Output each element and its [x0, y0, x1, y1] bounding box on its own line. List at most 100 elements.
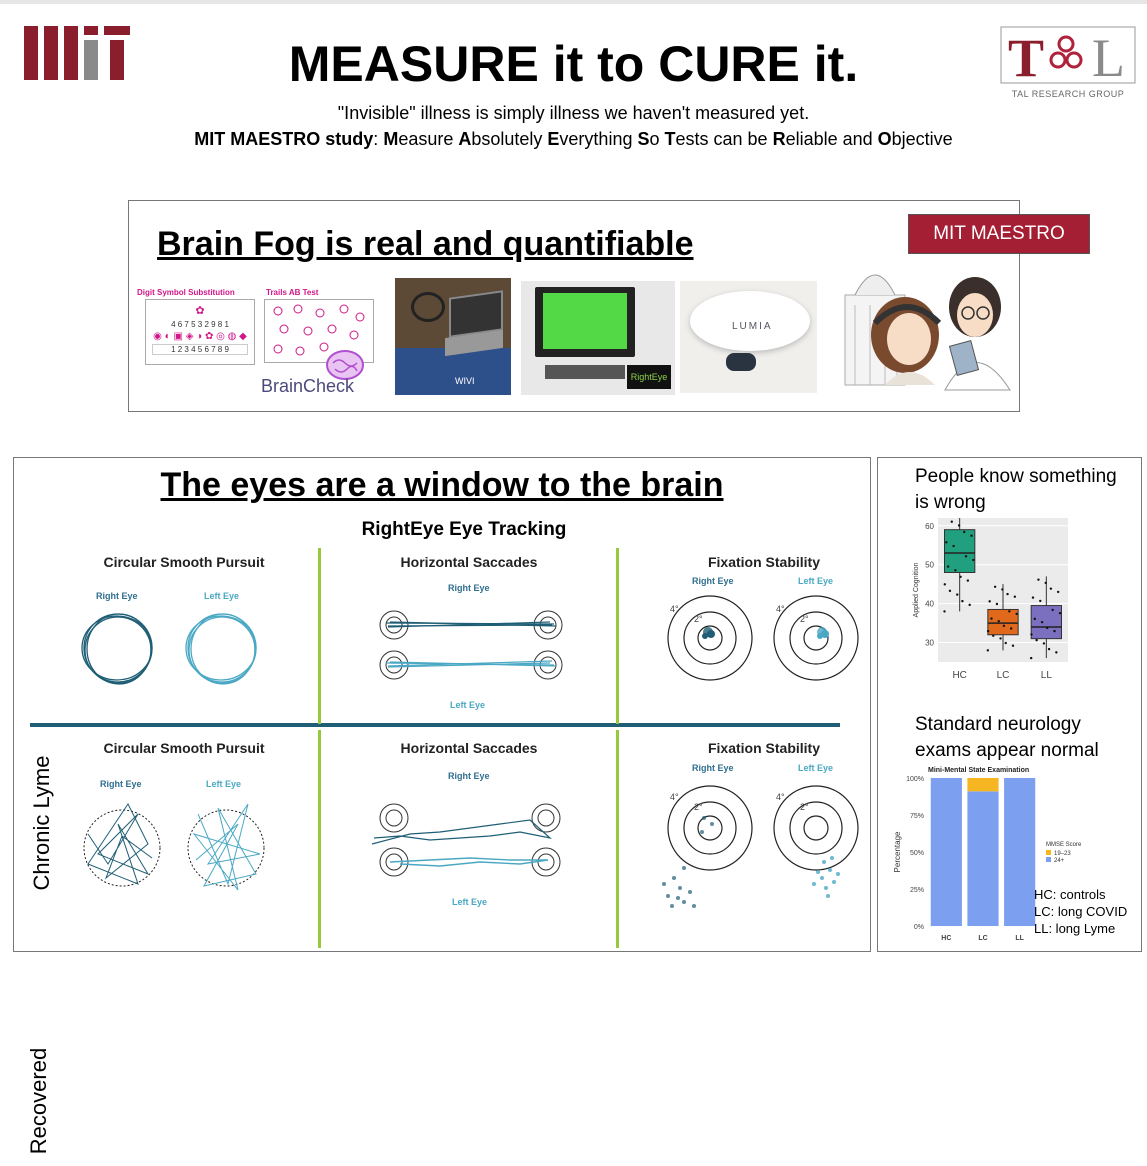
svg-text:T: T [1008, 28, 1044, 84]
study-definition: MIT MAESTRO study: Measure Absolutely Ev… [194, 129, 953, 149]
chart1-title: People know something is wrong [915, 466, 1117, 513]
column-divider-bottom-2 [616, 730, 619, 948]
left-eye-label: Left Eye [206, 779, 242, 789]
jitter-point [993, 585, 997, 589]
chart2-title: Standard neurology exams appear normal [915, 714, 1099, 761]
tal-logo: T L TAL RESEARCH GROUP [1000, 26, 1136, 99]
row-label-recovered: Recovered [26, 1047, 51, 1155]
tal-caption: TAL RESEARCH GROUP [1011, 89, 1125, 99]
trails-card [264, 299, 374, 363]
legend-label: 24+ [1054, 858, 1065, 864]
lab-equipment-photo: WIVI [395, 278, 511, 395]
fixation-recovered-trace [667, 595, 859, 681]
jitter-point [1002, 624, 1006, 628]
page-subtitle: "Invisible" illness is simply illness we… [337, 103, 810, 123]
box-rect [987, 608, 1019, 636]
jitter-point [963, 530, 966, 534]
panel-title-saccades-bottom: Horizontal Saccades [400, 740, 538, 756]
bar-segment [930, 778, 962, 926]
jitter-point [997, 620, 1000, 623]
acronym-word: eliable and [785, 129, 878, 149]
acronym-word: bsolutely [471, 129, 548, 149]
jitter-point [966, 579, 970, 582]
jitter-point [1011, 644, 1015, 647]
x-tick-label: LC [978, 935, 987, 942]
tal-logo-mark: T L [1000, 26, 1136, 88]
jitter-point [946, 565, 950, 568]
monitor-screen [543, 293, 627, 349]
acronym-letter: S [637, 129, 650, 149]
right-eye-label: Right Eye [448, 771, 490, 781]
jitter-point [1009, 627, 1013, 630]
earbud-case [690, 291, 810, 351]
righteye-pad: RightEye [627, 365, 671, 389]
right-eye-label: Right Eye [96, 591, 138, 601]
y-tick-label: 60 [925, 522, 934, 531]
jitter-point [1039, 599, 1042, 603]
y-tick-label: 30 [925, 639, 934, 648]
keyboard-photo [545, 365, 625, 379]
legend-swatch [1046, 857, 1051, 862]
legend-lc: LC: long COVID [1034, 904, 1128, 919]
chart-title: Mini-Mental State Examination [928, 767, 1029, 774]
page-title: MEASURE it to CURE it. [288, 36, 859, 92]
jitter-point [948, 589, 952, 593]
digit-symbol-card: ✿ 4 6 7 5 3 2 9 8 1 ◉ ◐ ▣ ◈ ◑ ✿ ◎ ◍ ◆ 1 … [145, 299, 255, 365]
braincheck-image: Digit Symbol Substitution ✿ 4 6 7 5 3 2 … [135, 283, 375, 397]
jitter-point [995, 602, 999, 606]
jitter-point [1055, 651, 1058, 654]
y-tick-label: 40 [925, 600, 934, 609]
jitter-point [1040, 620, 1044, 624]
bar-segment [1004, 778, 1036, 926]
study-prefix: MIT MAESTRO study [194, 129, 374, 149]
deg-4-label: 4° [670, 792, 679, 802]
jitter-point [968, 603, 971, 607]
jitter-point [1015, 612, 1018, 616]
jitter-point [1058, 611, 1062, 615]
right-eye-label: Right Eye [100, 779, 142, 789]
y-axis-label: Applied Cognition [913, 562, 920, 617]
pursuit-lyme-trace [83, 803, 265, 891]
study-acronym: Measure Absolutely Everything So Tests c… [383, 129, 952, 149]
brain-icon [326, 350, 364, 380]
wivi-label: WIVI [455, 376, 475, 386]
left-eye-label: Left Eye [452, 897, 488, 907]
pursuit-recovered-trace [81, 613, 257, 685]
deg-2-label: 2° [800, 802, 809, 812]
brain-fog-heading: Brain Fog is real and quantifiable [157, 225, 694, 263]
box-rect [1030, 605, 1062, 640]
lumia-label: LUMIA [732, 321, 773, 332]
jitter-point [945, 541, 948, 544]
column-divider-top-1 [318, 548, 321, 724]
right-eye-label: Right Eye [692, 576, 734, 586]
acronym-word: easure [398, 129, 459, 149]
legend-ll: LL: long Lyme [1034, 921, 1116, 936]
legend-label: 19–23 [1054, 851, 1071, 857]
x-tick-label: HC [941, 935, 951, 942]
jitter-point [954, 569, 957, 572]
digit-answer-row: 1 2 3 4 5 6 7 8 9 [152, 344, 248, 355]
y-tick-label: 25% [910, 887, 924, 894]
x-tick-label: LL [1041, 670, 1053, 681]
symbol-row: ◉ ◐ ▣ ◈ ◑ ✿ ◎ ◍ ◆ [153, 331, 247, 342]
group-legend: HC: controls LC: long COVID LL: long Lym… [1034, 886, 1127, 937]
jitter-point [1006, 592, 1009, 596]
y-tick-label: 100% [906, 776, 924, 783]
bar-segment [967, 791, 999, 926]
acronym-letter: M [383, 129, 399, 149]
jitter-point [990, 617, 993, 620]
acronym-word: bjective [891, 129, 953, 149]
bar-segment [967, 778, 999, 792]
jitter-point [972, 558, 975, 562]
lumia-device-photo: LUMIA [680, 281, 817, 393]
y-tick-label: 50% [910, 850, 924, 857]
jitter-point [1008, 610, 1011, 613]
jitter-point [964, 555, 968, 558]
jitter-point [943, 610, 946, 613]
acronym-letter: A [458, 129, 472, 149]
jitter-point [999, 637, 1002, 640]
jitter-point [1053, 629, 1056, 633]
legend-title: MMSE Score [1046, 842, 1082, 848]
left-eye-label: Left Eye [204, 591, 240, 601]
